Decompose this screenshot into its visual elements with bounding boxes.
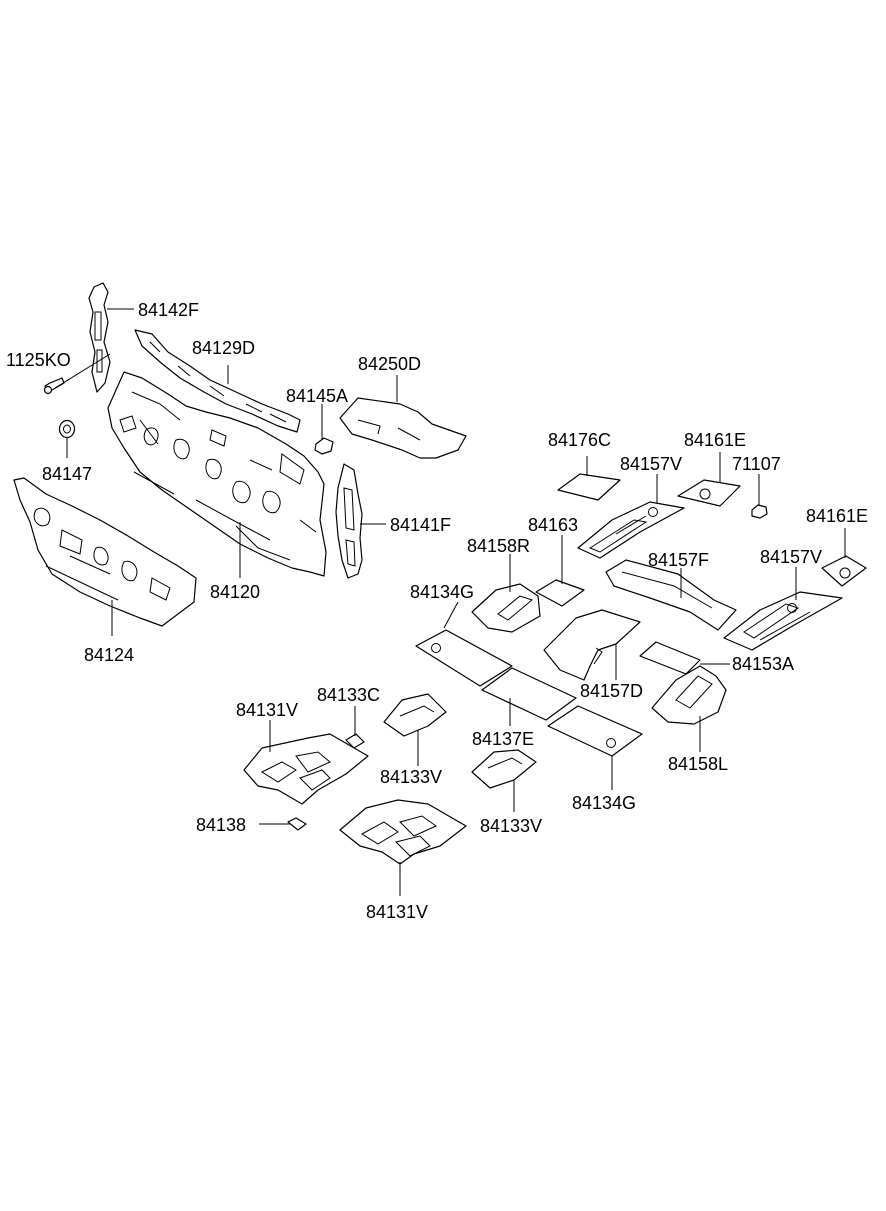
label-84131v-2: 84131V: [366, 902, 428, 922]
carpet-84131v-1: [243, 733, 369, 805]
label-84147: 84147: [42, 464, 92, 484]
label-84142f: 84142F: [138, 300, 199, 320]
pad-84134g-1: [415, 629, 513, 687]
dash-panel-84120: [107, 371, 327, 577]
label-84157d: 84157D: [580, 681, 643, 701]
carpet-84131v-2: [339, 799, 467, 865]
label-84137e: 84137E: [472, 729, 534, 749]
bolt-1125ko: [43, 377, 65, 395]
label-84157v-2: 84157V: [760, 547, 822, 567]
label-84131v-1: 84131V: [236, 700, 298, 720]
pad-84158r: [471, 583, 541, 633]
label-84161e-1: 84161E: [684, 430, 746, 450]
label-84141f: 84141F: [390, 515, 451, 535]
label-84176c: 84176C: [548, 430, 611, 450]
pad-84134g-2: [547, 705, 643, 757]
nut-71107: [751, 504, 768, 519]
grommet-84147: [58, 419, 76, 439]
pad-84157v-1: [577, 501, 685, 559]
label-84129d: 84129D: [192, 338, 255, 358]
pad-84161e-2: [821, 555, 867, 587]
label-84250d: 84250D: [358, 354, 421, 374]
pad-84157v-2: [723, 591, 843, 651]
insulator-84142f: [88, 282, 111, 393]
part-labels: 84142F 1125KO 84129D 84250D 84145A 84147…: [6, 300, 868, 922]
insulator-84124: [13, 477, 197, 627]
label-84124: 84124: [84, 645, 134, 665]
clip-84145a: [314, 437, 334, 455]
label-84133v-1: 84133V: [380, 767, 442, 787]
pad-84157f: [605, 559, 737, 631]
label-1125ko: 1125KO: [6, 350, 71, 370]
label-84157f: 84157F: [648, 550, 709, 570]
label-84138: 84138: [196, 815, 246, 835]
label-84153a: 84153A: [732, 654, 794, 674]
pad-84250d: [339, 397, 467, 459]
clip-84133c: [345, 733, 365, 749]
clip-84138: [287, 817, 307, 831]
label-84134g-1: 84134G: [410, 582, 474, 602]
pad-84157d: [543, 609, 641, 681]
label-84120: 84120: [210, 582, 260, 602]
bracket-84129d: [134, 329, 301, 433]
label-84133c: 84133C: [317, 685, 380, 705]
pad-84176c: [557, 473, 621, 501]
label-84134g-2: 84134G: [572, 793, 636, 813]
pad-84137e: [481, 667, 577, 721]
pad-84133v-1: [383, 693, 447, 737]
leader-lines: [54, 308, 846, 896]
pad-84153a: [639, 641, 701, 675]
label-84163: 84163: [528, 515, 578, 535]
pad-84161e-1: [677, 479, 741, 507]
pad-84158l: [651, 665, 727, 725]
insulator-84141f: [335, 463, 363, 579]
label-84157v-1: 84157V: [620, 454, 682, 474]
pad-84133v-2: [471, 749, 537, 789]
label-84158l: 84158L: [668, 754, 728, 774]
label-84133v-2: 84133V: [480, 816, 542, 836]
label-84161e-2: 84161E: [806, 506, 868, 526]
label-84145a: 84145A: [286, 386, 348, 406]
label-84158r: 84158R: [467, 536, 530, 556]
pad-84163: [535, 579, 585, 607]
label-71107: 71107: [732, 454, 781, 474]
